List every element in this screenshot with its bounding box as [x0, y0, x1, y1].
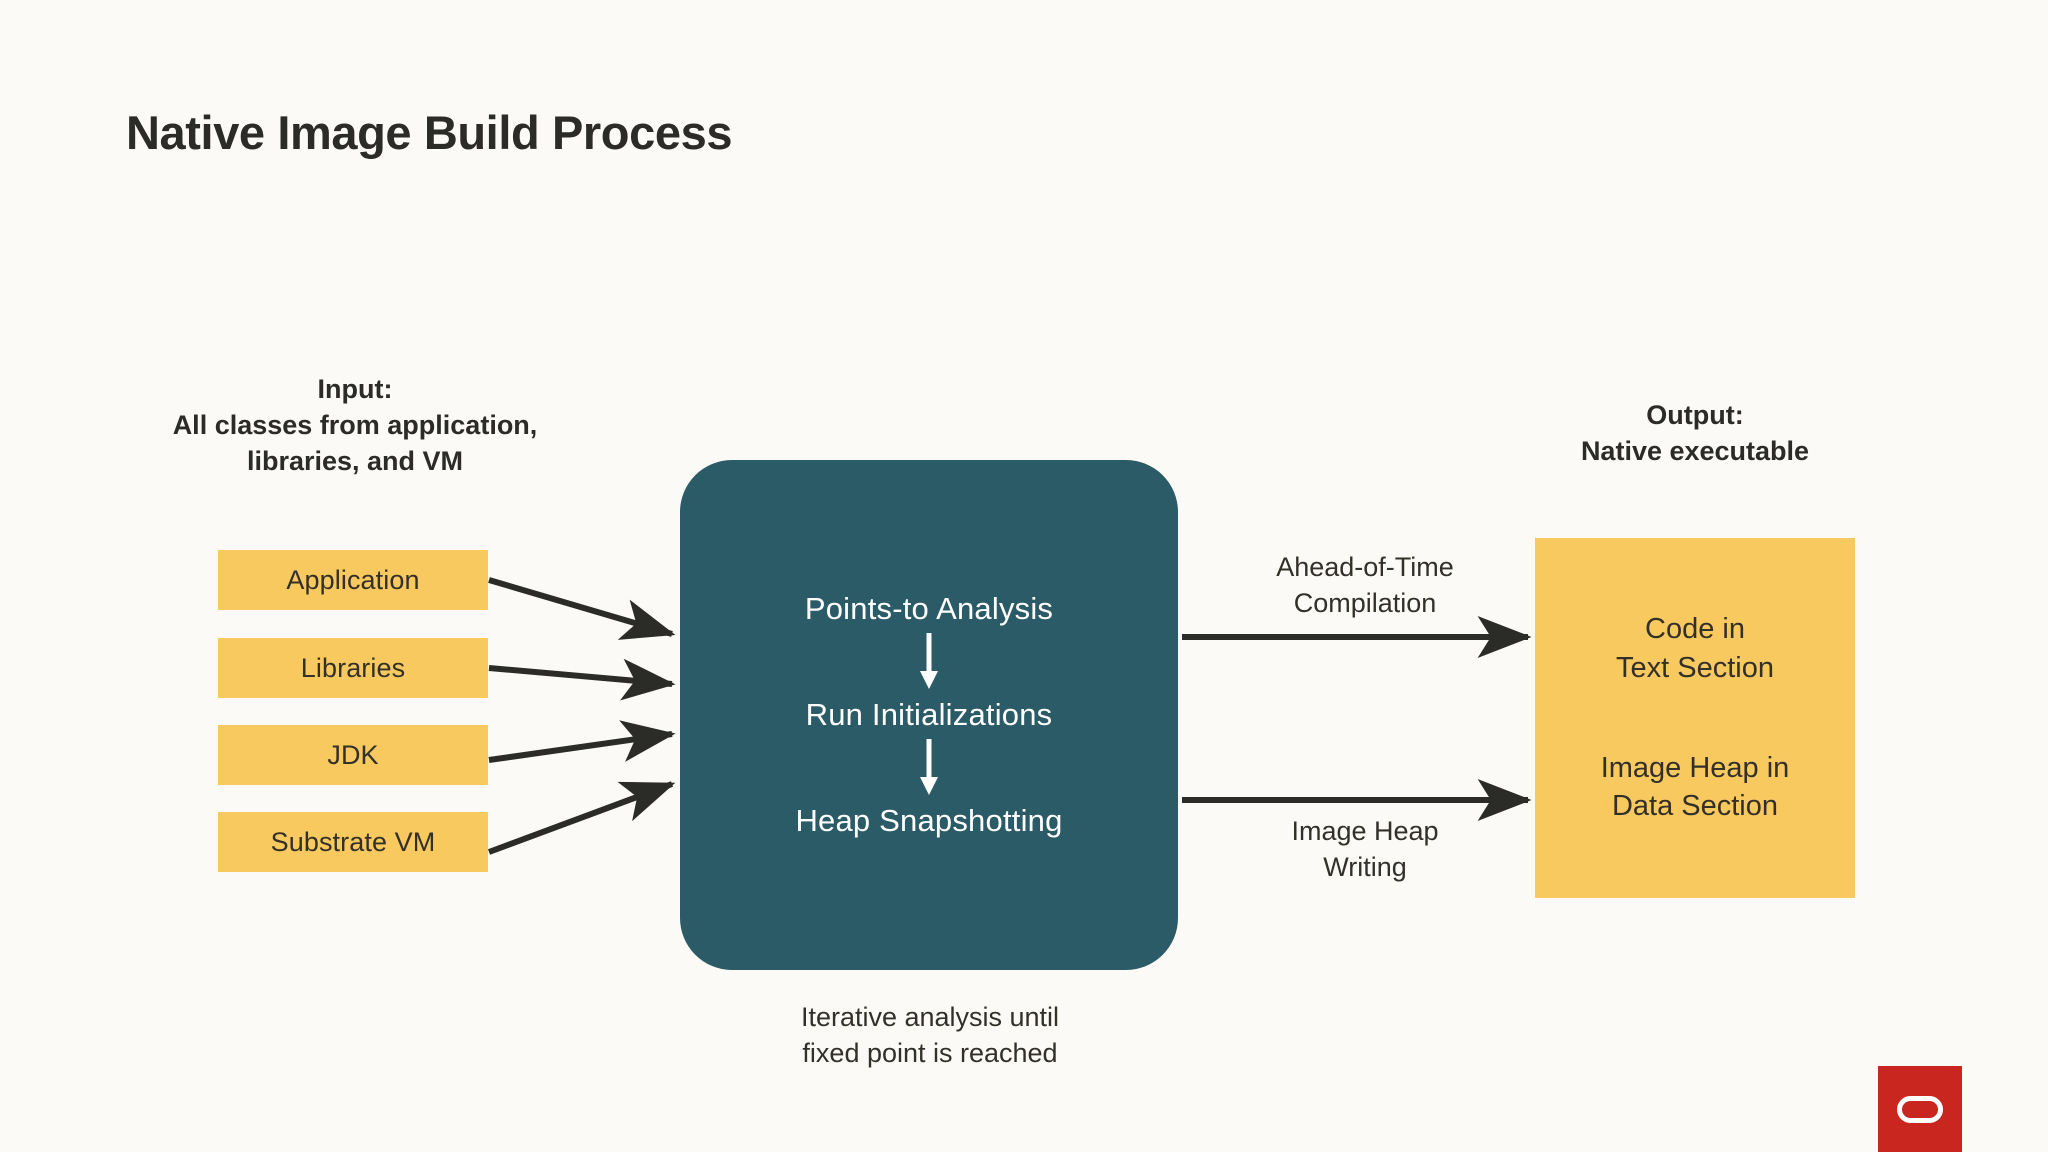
arrow-substrate-vm-to-process: [487, 781, 676, 855]
input-heading: Input: All classes from application, lib…: [60, 372, 650, 480]
input-box-jdk: JDK: [218, 725, 488, 785]
output-heading-line-2: Native executable: [1580, 435, 1810, 466]
output-heading-line-1: Output:: [1646, 400, 1744, 430]
output-heap-line-2: Data Section: [1611, 790, 1779, 823]
input-heading-line-2: All classes from application,: [172, 409, 538, 440]
output-heap-line-1: Image Heap in: [1600, 752, 1790, 784]
input-heading-line-1: Input:: [317, 374, 393, 404]
process-box: Points-to Analysis Run Initializations H…: [680, 460, 1178, 970]
process-step-points-to-analysis: Points-to Analysis: [804, 591, 1054, 626]
output-code-line-1: Code in: [1645, 613, 1745, 646]
input-box-substrate-vm: Substrate VM: [218, 812, 488, 872]
arrow-libraries-to-process: [488, 658, 676, 701]
aot-label-line-1: Ahead-of-Time: [1276, 552, 1454, 582]
input-box-libraries: Libraries: [218, 638, 488, 698]
iterative-caption-line-2: fixed point is reached: [802, 1037, 1058, 1068]
input-heading-line-3: libraries, and VM: [246, 445, 464, 476]
page-title: Native Image Build Process: [126, 106, 733, 159]
heap-writing-label-line-2: Writing: [1323, 851, 1407, 882]
iterative-analysis-caption: Iterative analysis until fixed point is …: [690, 1000, 1170, 1071]
input-box-label: Application: [286, 564, 420, 595]
down-arrow-icon: [920, 633, 938, 689]
input-box-label: Libraries: [300, 652, 406, 683]
aot-label-line-2: Compilation: [1293, 587, 1437, 618]
heap-writing-label-line-1: Image Heap: [1291, 816, 1439, 846]
output-section-image-heap: Image Heap in Data Section: [1601, 749, 1790, 826]
oracle-oval-icon: [1897, 1095, 1943, 1123]
input-box-label: JDK: [327, 739, 379, 770]
image-heap-writing-label: Image Heap Writing: [1190, 814, 1540, 885]
output-heading: Output: Native executable: [1480, 398, 1910, 470]
input-box-application: Application: [218, 550, 488, 610]
output-section-code: Code in Text Section: [1616, 610, 1774, 687]
output-code-line-2: Text Section: [1616, 651, 1774, 684]
process-step-heap-snapshotting: Heap Snapshotting: [795, 803, 1063, 838]
arrow-jdk-to-process: [488, 720, 676, 763]
input-box-label: Substrate VM: [270, 826, 436, 857]
output-box: Code in Text Section Image Heap in Data …: [1535, 538, 1855, 898]
process-step-run-initializations: Run Initializations: [805, 697, 1053, 732]
arrow-application-to-process: [488, 577, 676, 640]
iterative-caption-line-1: Iterative analysis until: [800, 1002, 1060, 1032]
oracle-logo: [1878, 1066, 1962, 1152]
ahead-of-time-compilation-label: Ahead-of-Time Compilation: [1190, 550, 1540, 621]
down-arrow-icon: [920, 739, 938, 795]
